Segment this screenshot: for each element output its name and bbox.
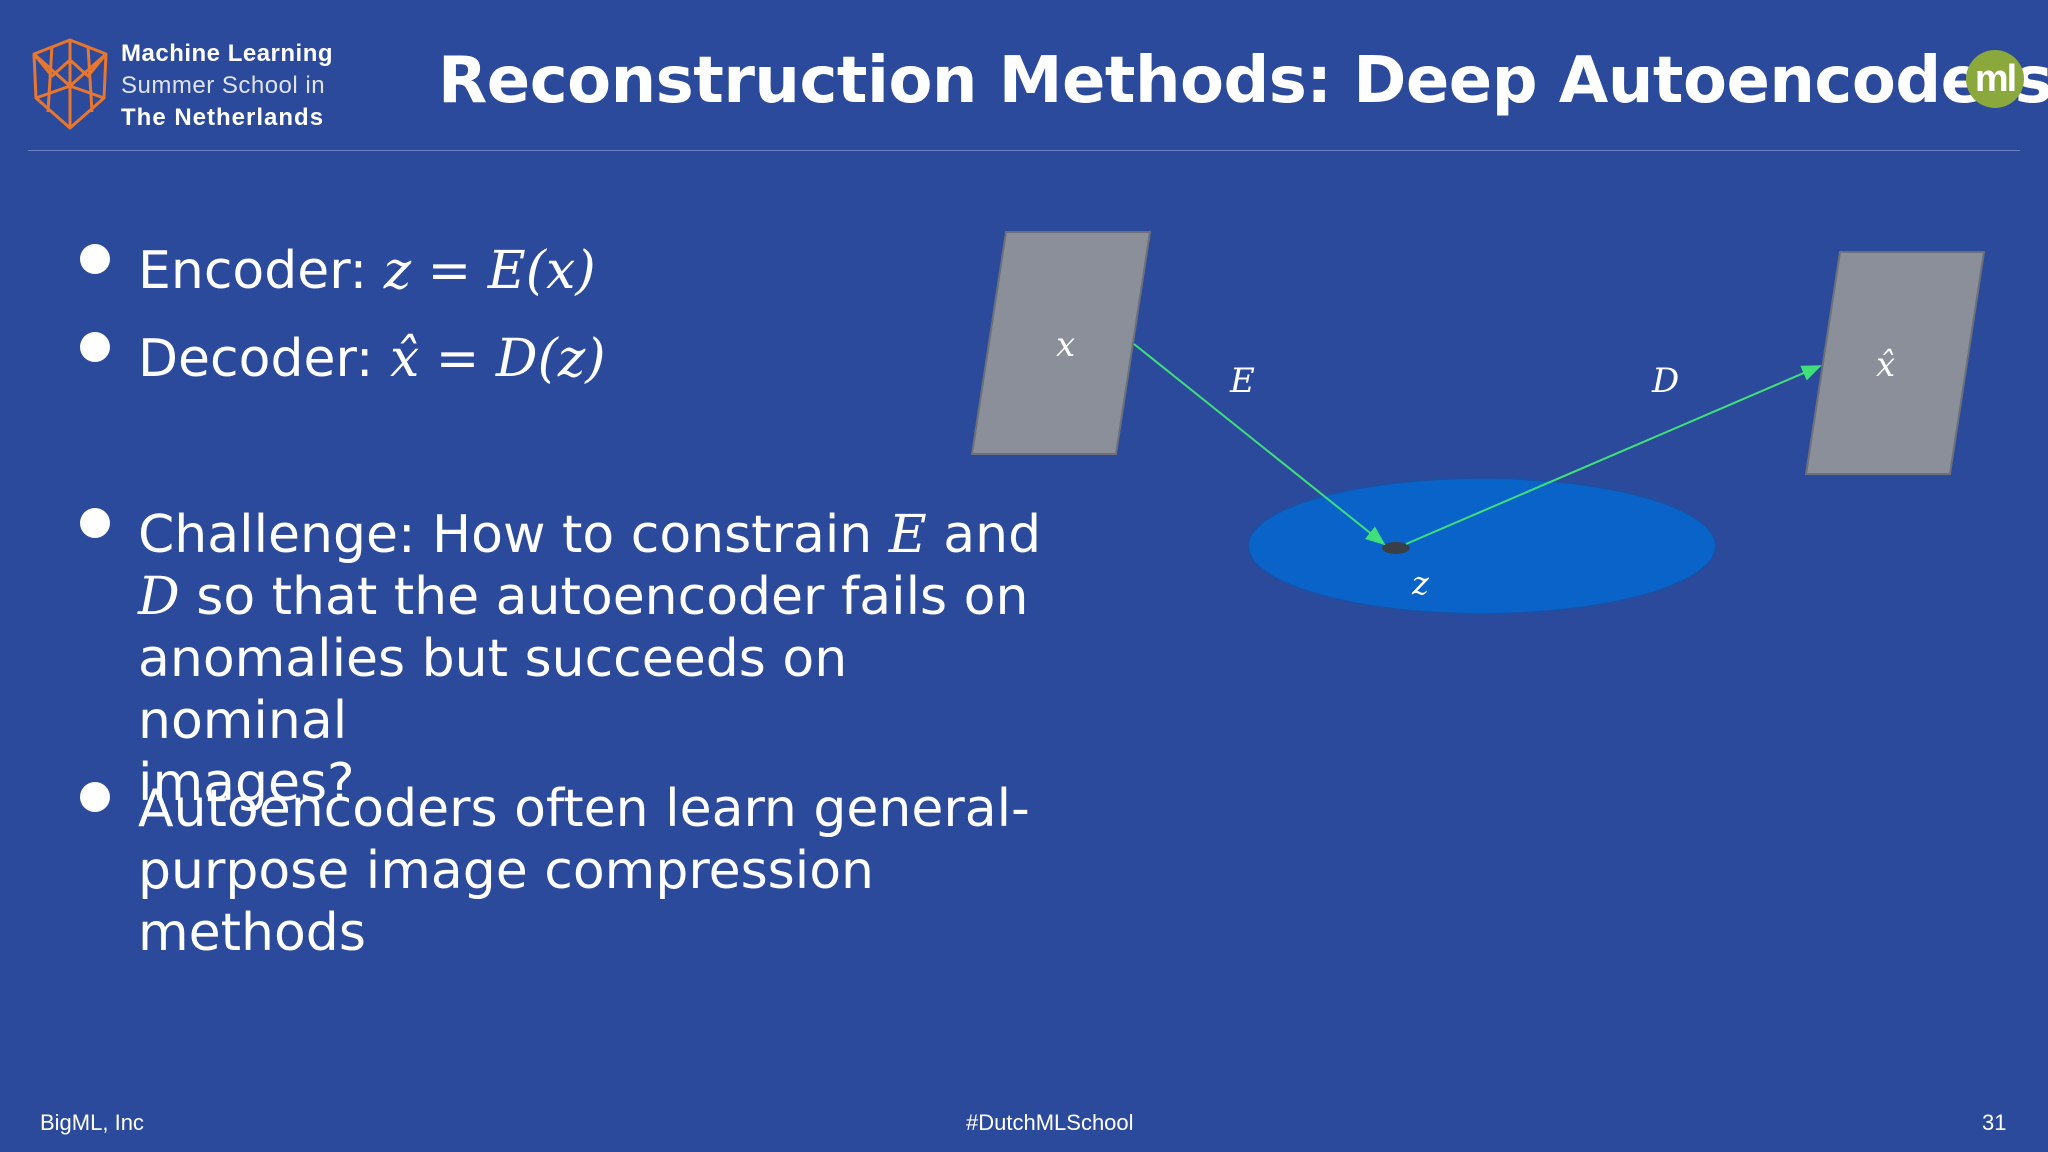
bullet-dot bbox=[80, 244, 110, 274]
school-name-line2: Summer School in bbox=[121, 72, 326, 99]
ml-badge-icon: ml bbox=[1966, 50, 2024, 108]
challenge-math-e: E bbox=[888, 505, 927, 565]
challenge-text: and bbox=[926, 505, 1042, 565]
latent-space-ellipse bbox=[1247, 477, 1717, 615]
challenge-text: anomalies but succeeds on nominal bbox=[138, 629, 848, 751]
challenge-text: images? bbox=[138, 753, 355, 813]
input-image-panel bbox=[970, 231, 1152, 455]
autoencoder-diagram: x z x̂ E D bbox=[970, 231, 1986, 615]
bullet-label: Decoder: bbox=[138, 329, 390, 389]
autoencoders-text: Autoencoders often learn general- bbox=[138, 779, 1030, 839]
input-label: x bbox=[1056, 325, 1075, 365]
bullet-challenge: Challenge: How to constrain E and D so t… bbox=[76, 504, 1068, 814]
school-name-line1: Machine Learning bbox=[121, 40, 334, 67]
page-number: 31 bbox=[1982, 1110, 2007, 1135]
footer-company: BigML, Inc bbox=[40, 1110, 144, 1135]
autoencoders-text: methods bbox=[138, 903, 366, 963]
bullet-decoder: Decoder: x̂ = D(z) bbox=[76, 328, 606, 390]
bullet-dot bbox=[80, 782, 110, 812]
school-name: Machine Learning Summer School in The Ne… bbox=[121, 38, 333, 134]
encoder-arrow bbox=[1133, 343, 1386, 546]
output-image-panel bbox=[1804, 251, 1986, 475]
bullet-autoencoders: Autoencoders often learn general- purpos… bbox=[76, 778, 1068, 964]
bullet-dot bbox=[80, 332, 110, 362]
school-logo-icon bbox=[32, 38, 108, 130]
challenge-text: so that the autoencoder fails on bbox=[179, 567, 1029, 627]
footer-hashtag: #DutchMLSchool bbox=[966, 1110, 1134, 1135]
bullet-encoder: Encoder: z = E(x) bbox=[76, 240, 596, 302]
latent-label: z bbox=[1411, 564, 1430, 602]
challenge-text: Challenge: How to constrain bbox=[138, 505, 889, 565]
encoder-formula: z = E(x) bbox=[383, 241, 596, 301]
decoder-formula: x̂ = D(z) bbox=[389, 329, 606, 389]
bullet-label: Encoder: bbox=[138, 241, 384, 301]
latent-point bbox=[1382, 542, 1410, 554]
decoder-arrow bbox=[1405, 365, 1822, 545]
encoder-arrow-label: E bbox=[1229, 361, 1255, 401]
decoder-arrow-label: D bbox=[1651, 361, 1679, 401]
autoencoders-text: purpose image compression bbox=[138, 841, 874, 901]
bullet-dot bbox=[80, 508, 110, 538]
challenge-math-d: D bbox=[138, 567, 180, 627]
slide-title: Reconstruction Methods: Deep Autoencoder… bbox=[438, 44, 2048, 118]
school-name-line3: The Netherlands bbox=[121, 104, 325, 131]
header-divider bbox=[28, 150, 2020, 151]
output-label: x̂ bbox=[1876, 345, 1895, 385]
